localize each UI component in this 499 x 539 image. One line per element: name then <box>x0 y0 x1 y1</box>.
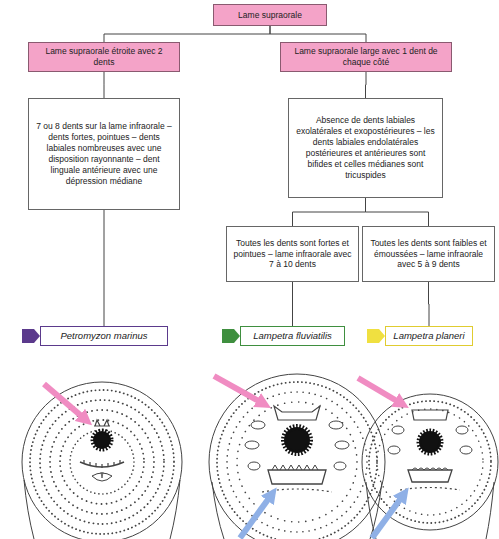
oral-disc <box>209 374 385 539</box>
description-box: Absence de dents labiales exolatérales e… <box>288 98 443 198</box>
pointer-arrow <box>372 494 404 538</box>
tree-connector <box>104 210 105 326</box>
node-text: Lame supraorale large avec 1 dent de cha… <box>286 46 446 68</box>
tree-connector <box>293 198 366 226</box>
description-box: 7 ou 8 dents sur la lame infraorale – de… <box>28 98 180 210</box>
species-box: Lampetra fluviatilis <box>240 326 345 346</box>
node-text: 7 ou 8 dents sur la lame infraorale – de… <box>34 121 174 186</box>
tree-connector <box>366 198 429 226</box>
criterion-box: Lame supraorale étroite avec 2 dents <box>28 42 180 72</box>
tree-connector <box>365 72 367 98</box>
pointer-arrow <box>358 378 402 404</box>
node-text: Lampetra planeri <box>393 330 464 342</box>
root-box: Lame supraorale <box>213 4 327 26</box>
tree-connector <box>292 282 293 326</box>
species-tag <box>22 329 40 343</box>
tree-connector <box>270 26 366 42</box>
tree-connector <box>428 282 430 326</box>
tree-connector <box>104 72 105 98</box>
species-tag <box>222 329 240 343</box>
description-box: Toutes les dents sont fortes et pointues… <box>226 226 359 282</box>
pointer-arrow <box>44 384 86 420</box>
node-text: Lame supraorale <box>238 10 302 21</box>
node-text: Absence de dents labiales exolatérales e… <box>294 115 437 180</box>
tree-connector <box>104 26 270 42</box>
oral-disc <box>362 394 498 539</box>
species-tag <box>367 329 385 343</box>
oral-disc <box>22 382 182 539</box>
species-box: Lampetra planeri <box>385 326 473 346</box>
criterion-box: Lame supraorale large avec 1 dent de cha… <box>280 42 452 72</box>
pointer-arrow <box>240 494 272 538</box>
node-text: Lampetra fluviatilis <box>253 330 332 342</box>
node-text: Toutes les dents sont faibles et émoussé… <box>368 238 489 271</box>
node-text: Petromyzon marinus <box>60 330 147 342</box>
node-text: Toutes les dents sont fortes et pointues… <box>232 238 353 271</box>
pointer-arrow <box>214 376 264 404</box>
species-box: Petromyzon marinus <box>40 326 168 346</box>
node-text: Lame supraorale étroite avec 2 dents <box>34 46 174 68</box>
description-box: Toutes les dents sont faibles et émoussé… <box>362 226 495 282</box>
